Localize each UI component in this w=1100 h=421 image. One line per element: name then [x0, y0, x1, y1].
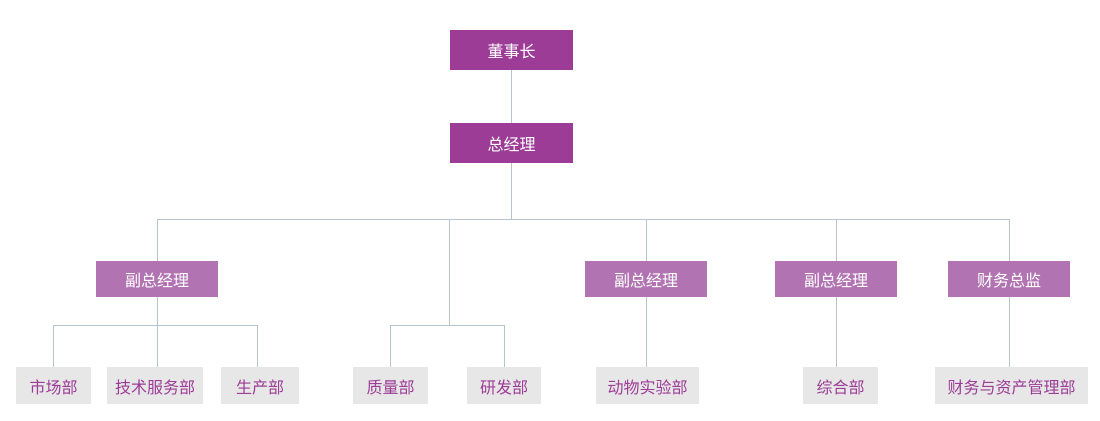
connector-sub-marketing	[53, 325, 54, 367]
node-quality-dept: 质量部	[353, 367, 428, 404]
connector-main-deputy2	[646, 219, 647, 261]
node-tech-service-dept: 技术服务部	[107, 367, 203, 404]
connector-gm-mainline	[511, 163, 512, 219]
connector-deputy3-generalaffairs	[836, 297, 837, 367]
connector-deputy1-subline	[157, 297, 158, 367]
node-general-manager: 总经理	[450, 123, 573, 163]
connector-deputy2-animallab	[646, 297, 647, 367]
node-chairman: 董事长	[450, 30, 573, 70]
node-deputy-gm-3: 副总经理	[775, 261, 897, 297]
node-rd-dept: 研发部	[467, 367, 541, 404]
connector-findirector-financeasset	[1009, 297, 1010, 367]
connector-main-deputy3	[836, 219, 837, 261]
connector-sub-production	[257, 325, 258, 367]
node-general-affairs-dept: 综合部	[803, 367, 878, 404]
node-finance-director: 财务总监	[948, 261, 1070, 297]
node-deputy-gm-2: 副总经理	[585, 261, 707, 297]
connector-sub-mid-horizontal	[390, 325, 504, 326]
connector-main-deputy1	[157, 219, 158, 261]
connector-chairman-gm	[511, 70, 512, 123]
connector-sub-quality	[390, 325, 391, 367]
node-finance-asset-dept: 财务与资产管理部	[935, 367, 1088, 404]
node-animal-lab-dept: 动物实验部	[596, 367, 699, 404]
node-marketing-dept: 市场部	[16, 367, 91, 404]
connector-sub-rd	[504, 325, 505, 367]
node-production-dept: 生产部	[221, 367, 299, 404]
connector-main-horizontal	[157, 219, 1010, 220]
connector-main-findirector	[1009, 219, 1010, 261]
connector-main-midgroup	[449, 219, 450, 326]
connector-sub-left-horizontal	[53, 325, 258, 326]
node-deputy-gm-1: 副总经理	[96, 261, 218, 297]
